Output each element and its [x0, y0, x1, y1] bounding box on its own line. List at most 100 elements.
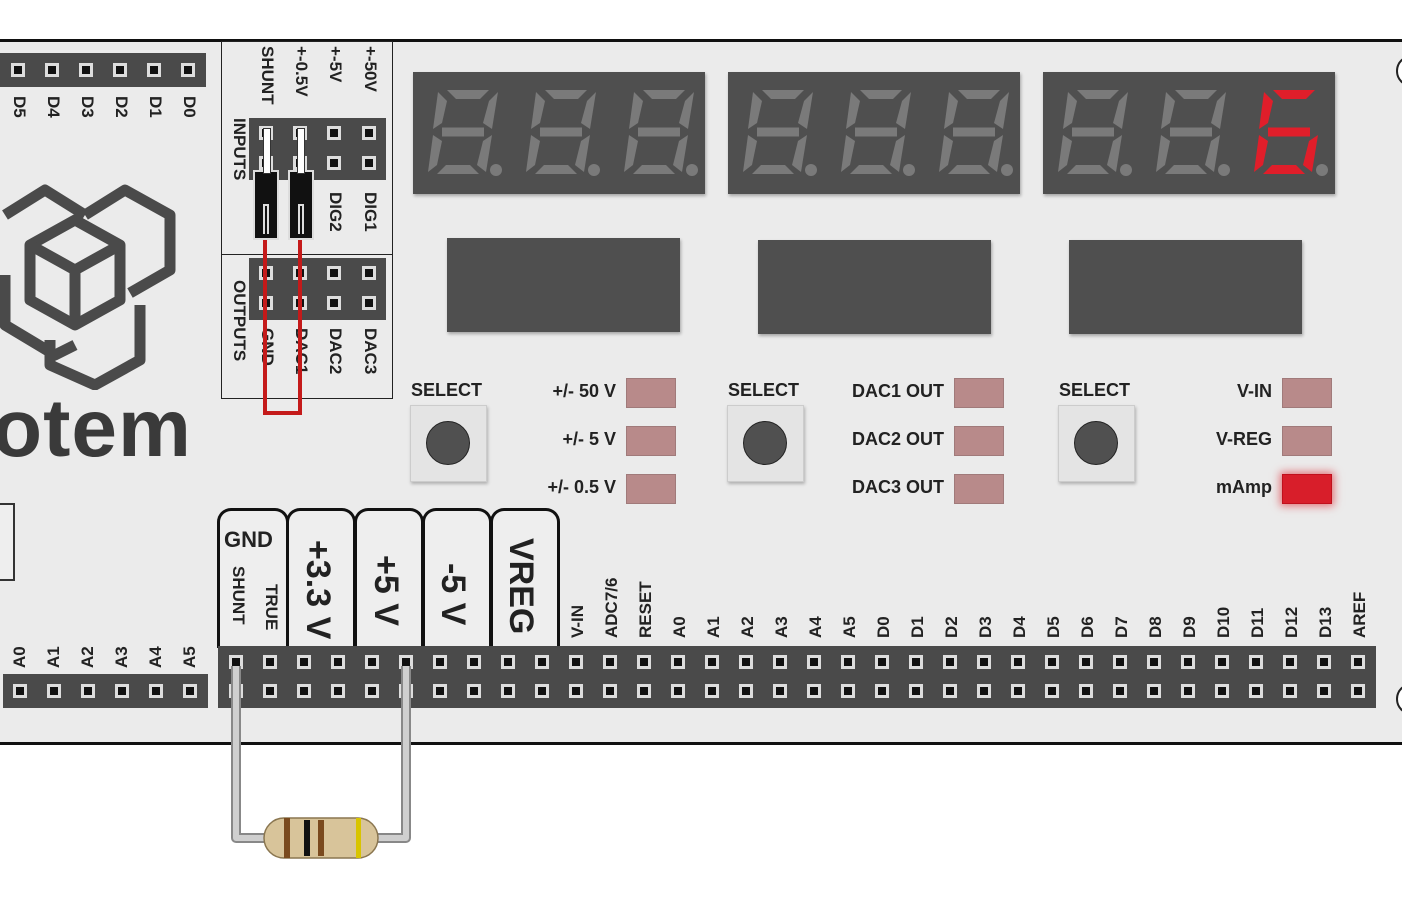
segment-f: [1161, 92, 1175, 129]
segment-e: [1156, 135, 1170, 172]
main-pin-label: D3: [976, 616, 995, 638]
main-header-pin: [467, 655, 481, 669]
segment-c: [477, 135, 492, 172]
main-header-pin: [297, 655, 311, 669]
segment-g: [1072, 127, 1114, 137]
segment-c: [575, 135, 590, 172]
bottom-left-header-pin: [81, 684, 95, 698]
main-header-pin: [1079, 655, 1093, 669]
bottom-left-pin-label: A4: [146, 646, 165, 668]
main-header-pin: [739, 684, 753, 698]
mode-label: DAC2 OUT: [851, 429, 944, 449]
main-header-pin: [603, 655, 617, 669]
segment-e: [939, 135, 953, 172]
main-header-pin: [603, 684, 617, 698]
main-header-pin: [977, 655, 991, 669]
main-header-pin: [977, 684, 991, 698]
main-header-pin: [705, 684, 719, 698]
mode-label: +/- 0.5 V: [547, 477, 616, 497]
segment-b: [581, 92, 596, 129]
segment-a: [1273, 90, 1315, 99]
main-header-pin: [1351, 684, 1365, 698]
unlit-digit: [526, 90, 600, 176]
segment-d: [1067, 165, 1109, 174]
main-header-pin: [841, 655, 855, 669]
bottom-left-header-pin: [47, 684, 61, 698]
bottom-left-header-pin: [115, 684, 129, 698]
jumper-block: [221, 41, 393, 399]
top-left-header-pin: [79, 63, 93, 77]
main-header-pin: [467, 684, 481, 698]
main-header-pin: [501, 655, 515, 669]
segment-a: [447, 90, 489, 99]
vneg5-tab: [422, 508, 492, 648]
v33-label: +3.3 V: [299, 540, 337, 640]
select-button-knob[interactable]: [426, 421, 470, 465]
segment-d: [437, 165, 479, 174]
jumper-pin: [327, 266, 341, 280]
gnd-shunt-label: SHUNT: [229, 566, 248, 625]
main-header-pin: [807, 655, 821, 669]
segment-d: [633, 165, 675, 174]
select-label: SELECT: [411, 380, 483, 400]
segment-b: [1211, 92, 1226, 129]
main-header-pin: [739, 655, 753, 669]
jumper-pin: [362, 126, 376, 140]
segment-b: [896, 92, 911, 129]
main-header-pin: [1317, 684, 1331, 698]
mode-indicator-led: [954, 426, 1004, 456]
unlit-digit: [1058, 90, 1132, 176]
segment-c: [988, 135, 1003, 172]
segment-f: [748, 92, 762, 129]
segment-c: [1107, 135, 1122, 172]
main-header-pin: [1045, 655, 1059, 669]
segment-b: [994, 92, 1009, 129]
select-label: SELECT: [728, 380, 800, 400]
vneg5-label: -5 V: [434, 563, 472, 626]
main-pin-label: D11: [1248, 607, 1267, 638]
segment-e: [624, 135, 638, 172]
gnd-label: GND: [224, 527, 273, 552]
top-left-header-pin: [113, 63, 127, 77]
select-button[interactable]: [410, 405, 487, 482]
bottom-left-header-pin: [183, 684, 197, 698]
brand-text: otem: [0, 383, 192, 474]
mode-indicator-led: [954, 378, 1004, 408]
segment-g: [757, 127, 799, 137]
decimal-point: [588, 164, 600, 176]
lcd-screen-1: [447, 238, 680, 332]
main-header-pin: [1283, 655, 1297, 669]
segment-e: [526, 135, 540, 172]
segment-f: [629, 92, 643, 129]
segment-e: [1058, 135, 1072, 172]
main-header-pin: [1147, 655, 1161, 669]
segment-f: [846, 92, 860, 129]
v5-tab: [354, 508, 424, 648]
bottom-left-header-pin: [13, 684, 27, 698]
decimal-point: [490, 164, 502, 176]
segment-g: [1268, 127, 1310, 137]
select-button-knob[interactable]: [1074, 421, 1118, 465]
bottom-left-pin-label: A2: [78, 646, 97, 668]
select-button[interactable]: [1058, 405, 1135, 482]
select-button[interactable]: [727, 405, 804, 482]
segment-c: [1205, 135, 1220, 172]
lcd-screen-2: [758, 240, 991, 334]
segment-e: [743, 135, 757, 172]
segment-b: [1113, 92, 1128, 129]
lcd-screen-3: [1069, 240, 1302, 334]
main-pin-label: D12: [1282, 606, 1301, 638]
mode-indicator-led: [1282, 426, 1332, 456]
top-left-header-pin: [45, 63, 59, 77]
segment-d: [535, 165, 577, 174]
select-button-knob[interactable]: [743, 421, 787, 465]
main-pin-label: A3: [772, 616, 791, 638]
segment-d: [752, 165, 794, 174]
main-header-pin: [1011, 655, 1025, 669]
main-header-pin: [909, 655, 923, 669]
main-pin-label: RESET: [636, 581, 655, 638]
main-header-pin: [433, 655, 447, 669]
jumper-pin-right: [297, 128, 305, 174]
mode-indicator-led: [1282, 378, 1332, 408]
